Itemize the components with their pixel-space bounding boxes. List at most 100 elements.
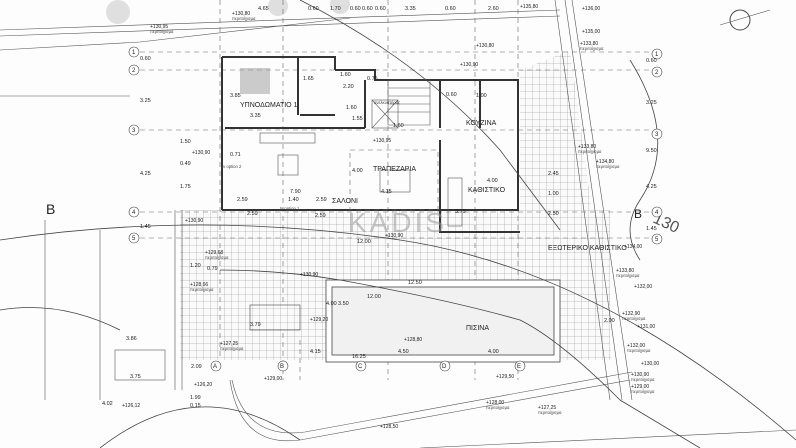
north-arrow-icon: [719, 9, 771, 31]
svg-text:+129,68: +129,68: [205, 250, 223, 256]
tv-option-1: tv option 1: [280, 206, 300, 211]
svg-text:+133,80: +133,80: [580, 41, 598, 47]
svg-text:+129,50: +129,50: [496, 374, 514, 380]
svg-text:D: D: [442, 364, 447, 370]
top-boundary: [0, 9, 561, 97]
svg-text:1: 1: [655, 52, 659, 58]
svg-text:4.65: 4.65: [258, 6, 269, 12]
svg-text:4: 4: [132, 210, 136, 216]
svg-text:3.75: 3.75: [130, 374, 141, 380]
svg-text:2.59: 2.59: [247, 211, 258, 217]
svg-text:+132,90: +132,90: [622, 311, 640, 317]
svg-text:4.02: 4.02: [102, 401, 113, 407]
svg-text:3.86: 3.86: [126, 336, 137, 342]
room-label-kitchen: ΚΟΥΖΙΝΑ: [466, 120, 497, 127]
svg-text:2.09: 2.09: [191, 364, 202, 370]
room-label-bedroom: ΥΠΝΟΔΩΜΑΤΙΟ 1: [240, 102, 298, 109]
svg-text:+128,80: +128,80: [404, 337, 422, 343]
svg-text:+130,90: +130,90: [300, 272, 318, 278]
svg-text:+132,00: +132,00: [634, 284, 652, 290]
svg-text:2.59: 2.59: [237, 197, 248, 203]
svg-text:4.00: 4.00: [352, 168, 363, 174]
svg-text:+133,80: +133,80: [616, 268, 634, 274]
svg-text:1.40: 1.40: [288, 197, 299, 203]
svg-text:+133,80: +133,80: [578, 144, 596, 150]
svg-text:C: C: [358, 364, 363, 370]
svg-text:0.60: 0.60: [375, 6, 386, 12]
svg-text:5: 5: [132, 236, 136, 242]
left-steps: [44, 210, 183, 400]
svg-text:1.65: 1.65: [303, 76, 314, 82]
svg-text:2.45: 2.45: [548, 171, 559, 177]
svg-text:7.90: 7.90: [290, 189, 301, 195]
svg-text:3.79: 3.79: [250, 322, 261, 328]
svg-text:4: 4: [655, 210, 659, 216]
svg-text:A: A: [213, 364, 217, 370]
svg-text:0.60: 0.60: [308, 6, 319, 12]
svg-text:περιτοίχισμα: περιτοίχισμα: [190, 287, 214, 292]
svg-text:+134,80: +134,80: [596, 159, 614, 165]
svg-text:περιτοίχισμα: περιτοίχισμα: [538, 410, 562, 415]
svg-text:4.25: 4.25: [140, 171, 151, 177]
svg-text:4.00: 4.00: [488, 349, 499, 355]
dining-table: [349, 149, 439, 211]
svg-text:+126,20: +126,20: [194, 382, 212, 388]
svg-text:1.55: 1.55: [352, 116, 363, 122]
svg-text:περιτοίχισμα: περιτοίχισμα: [627, 348, 651, 353]
svg-text:4.15: 4.15: [381, 189, 392, 195]
svg-text:0.79: 0.79: [207, 266, 218, 272]
svg-text:1.20: 1.20: [190, 263, 201, 269]
svg-text:περιτοίχισμα: περιτοίχισμα: [596, 164, 620, 169]
svg-text:+130,95: +130,95: [150, 24, 168, 30]
dimensions: 4.65 0.60 1.70 0.60 0.60 0.60 3.35 0.60 …: [102, 6, 657, 409]
svg-text:5: 5: [655, 237, 659, 243]
svg-text:E: E: [517, 364, 521, 370]
svg-text:1.45: 1.45: [140, 224, 151, 230]
grid-col-markers: A B C D E: [210, 360, 526, 372]
living-sofa: [259, 132, 316, 144]
svg-text:περιτοίχισμα: περιτοίχισμα: [580, 46, 604, 51]
svg-text:4.00: 4.00: [326, 301, 337, 307]
svg-text:0.71: 0.71: [230, 152, 241, 158]
svg-text:4.15: 4.15: [310, 349, 321, 355]
svg-text:2.60: 2.60: [488, 6, 499, 12]
svg-text:περιτοίχισμα: περιτοίχισμα: [232, 16, 256, 21]
svg-text:+130,90: +130,90: [460, 62, 478, 68]
svg-text:0.60: 0.60: [362, 6, 373, 12]
svg-text:ανελκυστήρας: ανελκυστήρας: [374, 100, 400, 105]
room-label-outdoor-sitting: ΕΞΩΤΕΡΙΚΟ ΚΑΘΙΣΤΙΚΟ: [548, 245, 627, 252]
svg-text:3.25: 3.25: [646, 100, 657, 106]
svg-text:+130,90: +130,90: [385, 233, 403, 239]
svg-text:12.00: 12.00: [367, 294, 381, 300]
svg-text:+136,00: +136,00: [582, 6, 600, 12]
svg-text:+130,95: +130,95: [373, 138, 391, 144]
svg-text:0.15: 0.15: [190, 403, 201, 409]
tree-icon: [106, 0, 350, 24]
svg-text:0.60: 0.60: [445, 6, 456, 12]
tv-option-2: tv option 2: [222, 164, 242, 169]
svg-text:+129,00: +129,00: [631, 384, 649, 390]
svg-text:2.50: 2.50: [548, 211, 559, 217]
svg-text:1.60: 1.60: [346, 105, 357, 111]
svg-text:+126,12: +126,12: [122, 403, 140, 409]
svg-text:+131,00: +131,00: [637, 324, 655, 330]
section-marker-left: B: [46, 201, 55, 217]
svg-text:+129,20: +129,20: [310, 317, 328, 323]
svg-text:+129,00: +129,00: [264, 376, 282, 382]
svg-text:1.70: 1.70: [330, 6, 341, 12]
svg-text:0.60: 0.60: [140, 56, 151, 62]
svg-text:2.00: 2.00: [604, 318, 615, 324]
room-label-living: ΣΑΛΟΝΙ: [332, 198, 358, 205]
sofa: [447, 177, 463, 227]
grid-lines: [140, 0, 650, 380]
svg-text:1.00: 1.00: [548, 191, 559, 197]
room-label-sitting: ΚΑΘΙΣΤΙΚΟ: [468, 187, 506, 194]
elevator: ανελκυστήρας: [371, 99, 400, 129]
svg-text:2.59: 2.59: [315, 213, 326, 219]
staircase: [387, 79, 431, 126]
svg-text:3.35: 3.35: [405, 6, 416, 12]
svg-text:1.75: 1.75: [180, 184, 191, 190]
svg-text:12.00: 12.00: [357, 239, 371, 245]
